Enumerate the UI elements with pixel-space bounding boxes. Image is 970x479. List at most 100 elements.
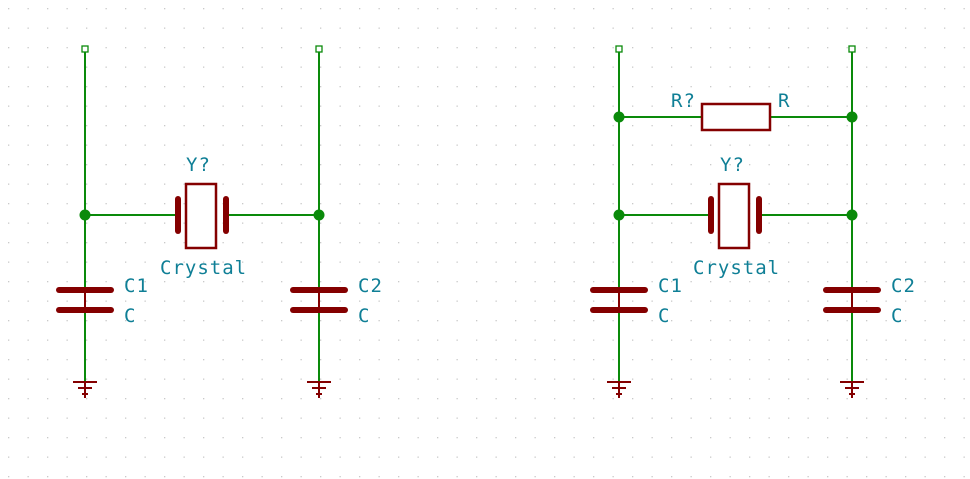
grid-dot — [554, 105, 556, 107]
grid-dot — [125, 203, 127, 205]
grid-dot — [203, 281, 205, 283]
grid-dot — [885, 339, 887, 341]
grid-dot — [183, 164, 185, 166]
grid-dot — [125, 417, 127, 419]
grid-dot — [807, 27, 809, 29]
grid-dot — [846, 105, 848, 107]
grid-dot — [320, 164, 322, 166]
grid-dot — [885, 300, 887, 302]
grid-dot — [729, 339, 731, 341]
grid-dot — [944, 86, 946, 88]
crystal-symbol[interactable] — [708, 182, 762, 250]
ground-symbol[interactable] — [607, 381, 631, 398]
grid-dot — [378, 300, 380, 302]
grid-dot — [144, 320, 146, 322]
resistor-symbol[interactable] — [700, 102, 772, 132]
grid-dot — [554, 320, 556, 322]
grid-dot — [690, 164, 692, 166]
grid-dot — [924, 125, 926, 127]
wire-terminal[interactable] — [848, 45, 856, 53]
grid-dot — [300, 105, 302, 107]
grid-dot — [66, 281, 68, 283]
grid-dot — [554, 359, 556, 361]
grid-dot — [27, 437, 29, 439]
grid-dot — [866, 86, 868, 88]
grid-dot — [905, 398, 907, 400]
grid-dot — [359, 339, 361, 341]
grid-dot — [417, 398, 419, 400]
grid-dot — [651, 8, 653, 10]
grid-dot — [534, 47, 536, 49]
grid-dot — [710, 417, 712, 419]
grid-dot — [573, 66, 575, 68]
grid-dot — [339, 242, 341, 244]
grid-dot — [534, 203, 536, 205]
grid-dot — [261, 378, 263, 380]
capacitor-c2-symbol[interactable] — [823, 287, 881, 313]
grid-dot — [417, 378, 419, 380]
grid-dot — [339, 261, 341, 263]
grid-dot — [710, 456, 712, 458]
grid-dot — [125, 437, 127, 439]
grid-dot — [885, 378, 887, 380]
grid-dot — [417, 164, 419, 166]
grid-dot — [8, 66, 10, 68]
grid-dot — [768, 339, 770, 341]
grid-dot — [573, 203, 575, 205]
grid-dot — [164, 242, 166, 244]
grid-dot — [378, 222, 380, 224]
grid-dot — [632, 378, 634, 380]
grid-dot — [729, 86, 731, 88]
crystal-symbol[interactable] — [175, 182, 229, 250]
grid-dot — [476, 8, 478, 10]
grid-dot — [339, 281, 341, 283]
grid-dot — [768, 86, 770, 88]
grid-dot — [105, 456, 107, 458]
grid-dot — [105, 164, 107, 166]
grid-dot — [573, 183, 575, 185]
wire-terminal[interactable] — [81, 45, 89, 53]
grid-dot — [417, 437, 419, 439]
grid-dot — [398, 203, 400, 205]
grid-dot — [905, 476, 907, 478]
wire-terminal[interactable] — [315, 45, 323, 53]
grid-dot — [807, 164, 809, 166]
grid-dot — [398, 125, 400, 127]
capacitor-c2-value-label: C — [358, 305, 370, 327]
grid-dot — [144, 66, 146, 68]
grid-dot — [963, 417, 965, 419]
wire-terminal[interactable] — [615, 45, 623, 53]
junction-dot — [313, 209, 325, 221]
ground-symbol[interactable] — [840, 381, 864, 398]
grid-dot — [66, 456, 68, 458]
capacitor-c1-symbol[interactable] — [56, 287, 114, 313]
capacitor-c1-symbol[interactable] — [590, 287, 648, 313]
ground-symbol[interactable] — [307, 381, 331, 398]
capacitor-c2-symbol[interactable] — [290, 287, 348, 313]
grid-dot — [534, 222, 536, 224]
grid-dot — [300, 476, 302, 478]
grid-dot — [749, 281, 751, 283]
grid-dot — [768, 378, 770, 380]
grid-dot — [183, 437, 185, 439]
grid-dot — [690, 105, 692, 107]
grid-dot — [788, 242, 790, 244]
grid-dot — [632, 66, 634, 68]
capacitor-c2-ref-label: C2 — [891, 275, 916, 297]
grid-dot — [144, 47, 146, 49]
grid-dot — [125, 105, 127, 107]
grid-dot — [573, 300, 575, 302]
grid-dot — [807, 105, 809, 107]
grid-dot — [47, 320, 49, 322]
grid-dot — [866, 203, 868, 205]
grid-dot — [437, 456, 439, 458]
grid-dot — [788, 27, 790, 29]
grid-dot — [300, 281, 302, 283]
grid-dot — [203, 437, 205, 439]
grid-dot — [66, 27, 68, 29]
ground-symbol[interactable] — [73, 381, 97, 398]
grid-dot — [827, 125, 829, 127]
grid-dot — [476, 359, 478, 361]
